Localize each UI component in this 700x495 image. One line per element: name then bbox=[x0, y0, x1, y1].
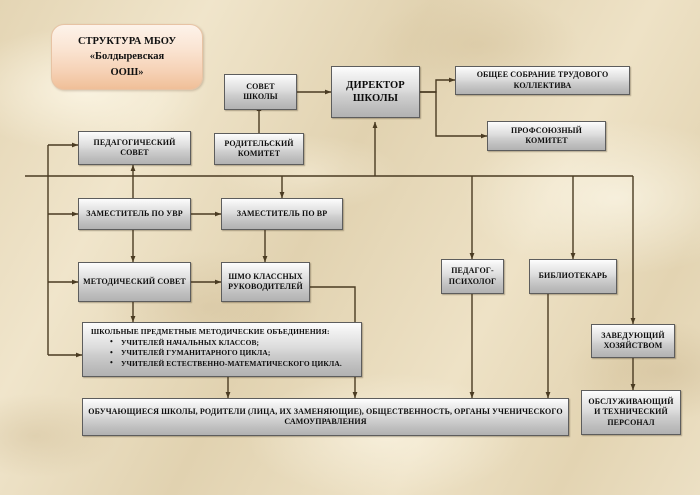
chart-title-line-1: СТРУКТУРА МБОУ bbox=[77, 36, 177, 48]
list-item: УЧИТЕЛЕЙ ЕСТЕСТВЕННО-МАТЕМАТИЧЕСКОГО ЦИК… bbox=[110, 358, 355, 369]
node-subject-methodical-associations[interactable]: ШКОЛЬНЫЕ ПРЕДМЕТНЫЕ МЕТОДИЧЕСКИЕ ОБЪЕДИН… bbox=[82, 322, 362, 377]
node-students-parents-public[interactable]: ОБУЧАЮЩИЕСЯ ШКОЛЫ, РОДИТЕЛИ (ЛИЦА, ИХ ЗА… bbox=[82, 398, 569, 436]
node-parent-committee[interactable]: РОДИТЕЛЬСКИЙ КОМИТЕТ bbox=[214, 133, 304, 165]
node-librarian[interactable]: БИБЛИОТЕКАРЬ bbox=[529, 259, 617, 294]
node-pedagogical-council[interactable]: ПЕДАГОГИЧЕСКИЙ СОВЕТ bbox=[78, 131, 191, 165]
chart-title-line-2: «Болдыревская bbox=[89, 51, 165, 63]
node-trade-union-committee[interactable]: ПРОФСОЮЗНЫЙ КОМИТЕТ bbox=[487, 121, 606, 151]
subject-associations-list: УЧИТЕЛЕЙ НАЧАЛЬНЫХ КЛАССОВ; УЧИТЕЛЕЙ ГУМ… bbox=[91, 337, 355, 369]
node-school-council[interactable]: СОВЕТ ШКОЛЫ bbox=[224, 74, 297, 110]
list-item: УЧИТЕЛЕЙ НАЧАЛЬНЫХ КЛАССОВ; bbox=[110, 337, 355, 348]
node-deputy-uvr[interactable]: ЗАМЕСТИТЕЛЬ ПО УВР bbox=[78, 198, 191, 230]
list-item: УЧИТЕЛЕЙ ГУМАНИТАРНОГО ЦИКЛА; bbox=[110, 348, 355, 359]
node-deputy-vr[interactable]: ЗАМЕСТИТЕЛЬ ПО ВР bbox=[221, 198, 343, 230]
chart-title-card: СТРУКТУРА МБОУ «Болдыревская ООШ» bbox=[51, 24, 203, 90]
node-shmo-class-teachers[interactable]: ШМО КЛАССНЫХ РУКОВОДИТЕЛЕЙ bbox=[221, 262, 310, 302]
subject-associations-header: ШКОЛЬНЫЕ ПРЕДМЕТНЫЕ МЕТОДИЧЕСКИЕ ОБЪЕДИН… bbox=[91, 327, 330, 336]
node-facilities-manager[interactable]: ЗАВЕДУЮЩИЙ ХОЗЯЙСТВОМ bbox=[591, 324, 675, 358]
chart-title-line-3: ООШ» bbox=[110, 66, 144, 78]
node-methodical-council[interactable]: МЕТОДИЧЕСКИЙ СОВЕТ bbox=[78, 262, 191, 302]
node-general-assembly[interactable]: ОБЩЕЕ СОБРАНИЕ ТРУДОВОГО КОЛЛЕКТИВА bbox=[455, 66, 630, 95]
node-school-director[interactable]: ДИРЕКТОР ШКОЛЫ bbox=[331, 66, 420, 118]
node-support-technical-staff[interactable]: ОБСЛУЖИВАЮЩИЙ И ТЕХНИЧЕСКИЙ ПЕРСОНАЛ bbox=[581, 390, 681, 435]
node-educational-psychologist[interactable]: ПЕДАГОГ-ПСИХОЛОГ bbox=[441, 259, 504, 294]
